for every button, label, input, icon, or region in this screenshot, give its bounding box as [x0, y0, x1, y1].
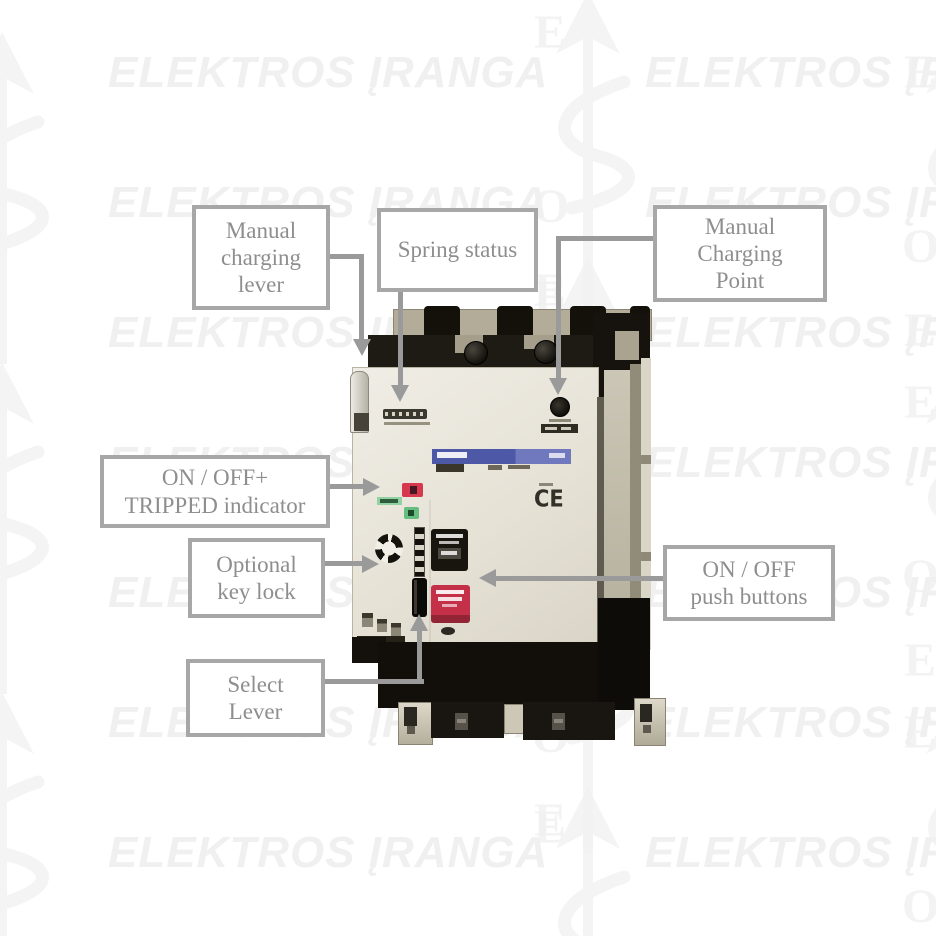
button-text-mark: [436, 534, 463, 538]
callout-label: ON / OFF+ TRIPPED indicator: [124, 465, 306, 518]
terminal-screw-small: [407, 726, 415, 734]
connector-select-lever: [325, 679, 424, 684]
callout-label: Optional key lock: [216, 551, 297, 604]
terminal-screw-slot: [457, 719, 466, 723]
button-text-mark: [436, 590, 464, 594]
side-seam: [597, 397, 604, 647]
manual-charging-point-part: [550, 397, 570, 417]
rating-text-mark: [508, 465, 530, 469]
reset-oval: [441, 627, 455, 635]
terminal-screw-slot: [554, 719, 563, 723]
indicator-label-mark: [380, 499, 398, 503]
side-strip: [630, 364, 641, 650]
arrowhead-manual-charging-point: [549, 378, 567, 395]
rating-text-mark: [436, 464, 464, 472]
side-rail: [641, 358, 651, 650]
callout-label: ON / OFF push buttons: [690, 556, 808, 609]
callout-label: Manual charging lever: [220, 217, 302, 298]
callout-label: Spring status: [397, 237, 518, 263]
arrowhead-on-off-tripped: [363, 478, 380, 496]
button-text-mark: [442, 604, 457, 607]
rating-text-mark: [488, 465, 502, 470]
ce-mark: CE: [534, 486, 564, 512]
brand-text-mark: [549, 453, 565, 458]
watermark-text: ELEKTROS ĮRANGA: [645, 698, 936, 747]
watermark-text: ELEKTROS ĮRANGA: [645, 438, 936, 487]
bottom-terminal-recess: [640, 704, 652, 722]
brand-text-mark: [437, 452, 467, 458]
charging-point-label-dash: [561, 427, 571, 430]
charging-point-label: [541, 424, 578, 433]
terminal-screw-small: [643, 725, 651, 733]
terminal-tooth: [497, 306, 533, 339]
watermark-text: ELEKTROS ĮRANGA: [108, 828, 549, 877]
arrowhead-select-lever: [410, 614, 428, 631]
connector-manual-charging-lever: [330, 254, 364, 259]
spring-status-label-mark: [384, 422, 430, 425]
callout-on-off-tripped-indicator: ON / OFF+ TRIPPED indicator: [100, 455, 330, 528]
connector-on-off-tripped: [330, 484, 364, 489]
select-lever-highlight: [414, 580, 417, 614]
button-text-mark: [439, 541, 459, 544]
connector-optional-key-lock: [325, 561, 363, 566]
watermark-text: ELEKTROS ĮRANGA: [108, 48, 549, 97]
indicator-green-dot: [408, 510, 414, 516]
watermark-text: ELEKTROS ĮRANGA: [645, 308, 936, 357]
arrowhead-spring-status: [391, 385, 409, 402]
connector-manual-charging-lever: [359, 254, 364, 340]
connector-select-lever: [417, 630, 422, 684]
terminal-screw: [464, 341, 488, 365]
spring-status-marks: [385, 412, 425, 416]
button-text-mark: [441, 551, 457, 555]
ce-dots: [539, 483, 553, 486]
indicator-red-dot: [410, 486, 417, 494]
connector-spring-status: [398, 290, 403, 386]
connector-push-buttons: [495, 576, 663, 581]
side-rail-notch: [641, 552, 651, 561]
terminal-tooth: [424, 306, 460, 339]
charging-point-label-dash: [545, 427, 557, 430]
watermark-text: ELEKTROS ĮRANGA: [645, 48, 936, 97]
arrowhead-manual-charging-lever: [353, 339, 371, 356]
face-seam: [429, 500, 431, 645]
bottom-terminal-recess: [404, 707, 417, 726]
side-dark-corner: [598, 598, 650, 710]
callout-manual-charging-point: Manual Charging Point: [653, 205, 827, 302]
callout-spring-status: Spring status: [377, 208, 538, 292]
button-text-mark: [438, 597, 462, 601]
terminal-small-part: [391, 623, 401, 636]
terminal-screw: [534, 340, 558, 364]
bottom-terminal-cell: [523, 702, 615, 740]
key-lock: [375, 534, 403, 563]
callout-optional-key-lock: Optional key lock: [188, 538, 325, 618]
bottom-terminal-tab: [504, 704, 525, 734]
callout-label: Manual Charging Point: [697, 213, 783, 294]
arrowhead-push-buttons: [479, 569, 496, 587]
button-shadow: [431, 615, 470, 623]
manual-charging-lever-foot: [354, 413, 369, 431]
terminal-small-part: [377, 619, 387, 632]
side-rail-notch: [641, 455, 651, 464]
connector-manual-charging-point: [556, 236, 561, 379]
charging-lever-strip: [414, 527, 425, 577]
callout-on-off-push-buttons: ON / OFF push buttons: [663, 545, 835, 621]
callout-manual-charging-lever: Manual charging lever: [192, 205, 330, 310]
arrowhead-optional-key-lock: [362, 555, 379, 573]
terminal-small-part: [362, 613, 373, 627]
connector-manual-charging-point: [556, 236, 655, 241]
callout-select-lever: Select Lever: [186, 659, 325, 737]
charging-point-mark: [549, 419, 571, 422]
callout-label: Select Lever: [227, 671, 284, 724]
watermark-text: ELEKTROS ĮRANGA: [645, 828, 936, 877]
terminal-corner-notch: [615, 331, 639, 360]
